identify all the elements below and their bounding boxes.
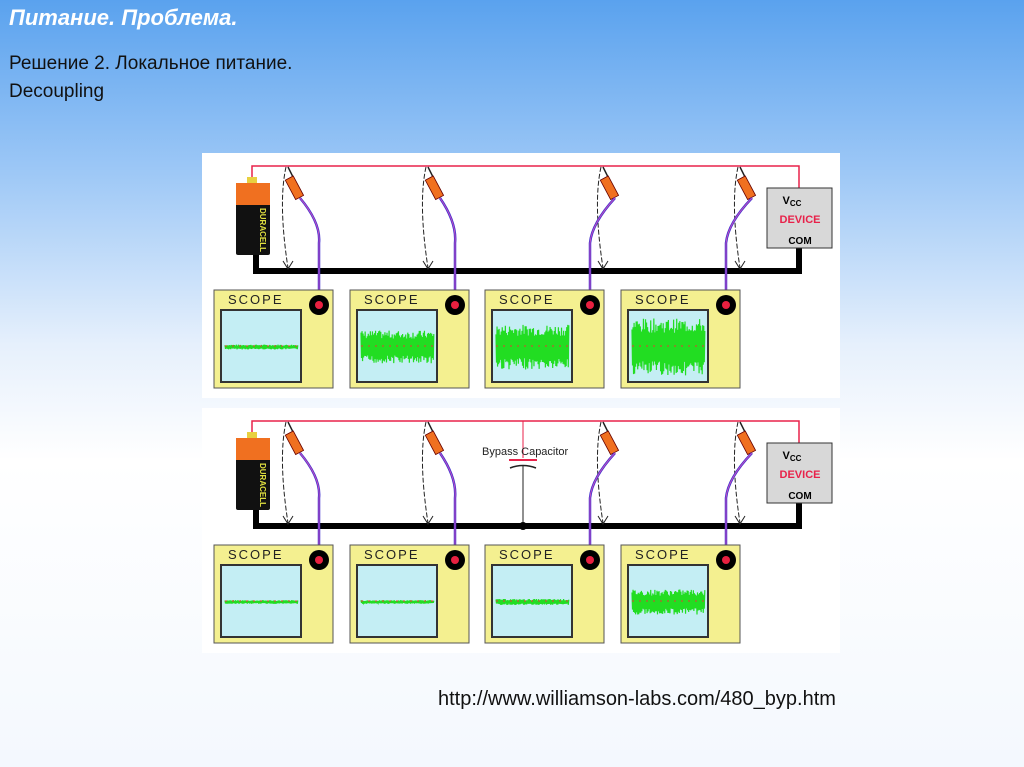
device-box: VCC DEVICE COM [766,187,833,249]
noise-waveform [495,598,570,606]
device-vcc-label: VCC [783,195,802,208]
subtitle-line-1: Решение 2. Локальное питание. [9,53,293,74]
noise-waveform [631,589,706,615]
noise-waveform [360,330,435,364]
panel-without-bypass: DURACELL VCC DEVICE COM SCOPE SCOPE SCOPE SCOPE [202,153,840,398]
scope-3: SCOPE [484,289,605,389]
device-com-label: COM [788,491,811,502]
slide-title: Питание. Проблема. [9,5,238,30]
panel-with-bypass: DURACELL VCC DEVICE COM Bypass CapacitorSCOP… [202,408,840,653]
scope-label: SCOPE [499,292,555,307]
scope-label: SCOPE [364,292,420,307]
scope-3: SCOPE [484,544,605,644]
supply-wire [251,420,800,443]
scope-label: SCOPE [499,547,555,562]
subtitle-line-2: Decoupling [9,81,105,102]
probe-1 [281,421,321,558]
probe-2 [421,421,457,558]
scope-4: SCOPE [620,544,741,644]
probe-4 [724,166,757,303]
bypass-capacitor: Bypass Capacitor [482,421,569,530]
device-box: VCC DEVICE COM [766,442,833,504]
scope-label: SCOPE [228,547,284,562]
scope-label: SCOPE [364,547,420,562]
scope-4: SCOPE [620,289,741,389]
noise-waveform [631,318,706,376]
noise-waveform [495,324,570,370]
scope-1: SCOPE [213,289,334,389]
device-com-label: COM [788,236,811,247]
probe-4 [724,421,757,558]
ground-bus [253,503,802,529]
device-vcc-label: VCC [783,450,802,463]
battery-brand: DURACELL [258,208,267,252]
scope-label: SCOPE [635,547,691,562]
noise-waveform [224,344,299,350]
scope-2: SCOPE [349,289,470,389]
bypass-capacitor-label: Bypass Capacitor [482,446,569,458]
supply-wire [251,165,800,188]
probe-1 [281,166,321,303]
scope-2: SCOPE [349,544,470,644]
probe-3 [588,166,620,303]
source-url[interactable]: http://www.williamson-labs.com/480_byp.h… [438,688,836,710]
slide-subtitle: Решение 2. Локальное питание. Decoupling [9,50,292,106]
device-name-label: DEVICE [780,214,821,226]
scope-1: SCOPE [213,544,334,644]
battery-brand: DURACELL [258,463,267,507]
probe-2 [421,166,457,303]
battery-icon: DURACELL [236,177,270,255]
scope-label: SCOPE [228,292,284,307]
device-name-label: DEVICE [780,469,821,481]
ground-bus [253,248,802,274]
scope-label: SCOPE [635,292,691,307]
battery-icon: DURACELL [236,432,270,510]
probe-3 [588,421,620,558]
